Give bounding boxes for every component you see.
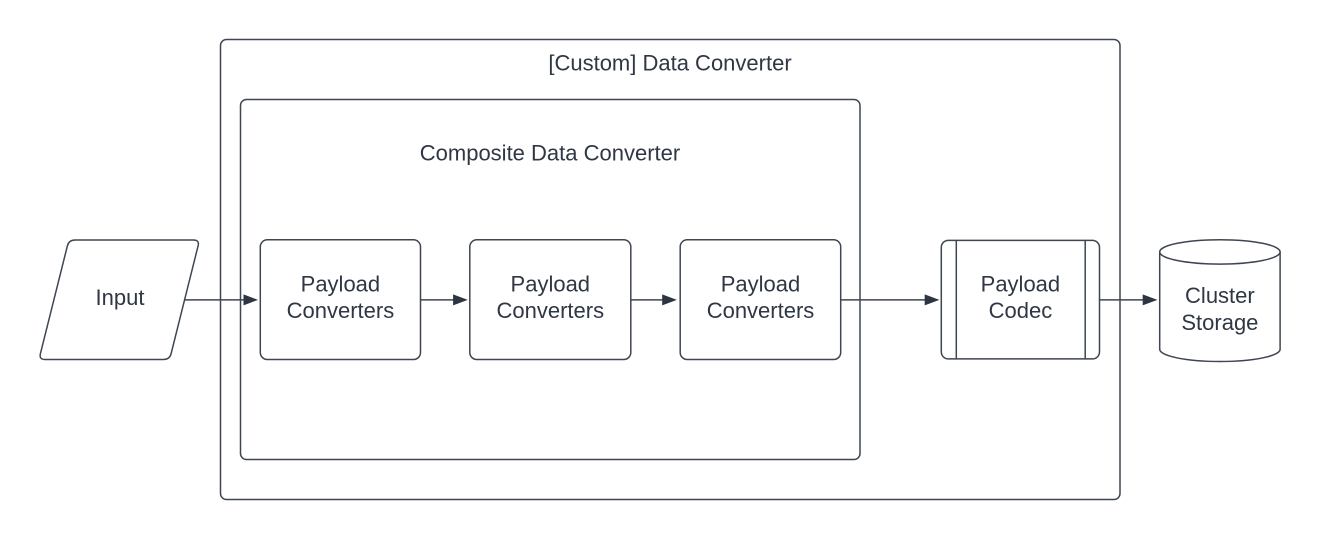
svg-text:Converters: Converters (287, 298, 395, 323)
svg-text:Converters: Converters (497, 298, 605, 323)
svg-text:Converters: Converters (707, 298, 815, 323)
svg-text:Payload: Payload (511, 271, 591, 296)
svg-text:Storage: Storage (1181, 310, 1258, 335)
svg-text:Payload: Payload (301, 271, 381, 296)
svg-text:Payload: Payload (721, 271, 801, 296)
svg-text:Codec: Codec (989, 298, 1053, 323)
svg-text:[Custom] Data Converter: [Custom] Data Converter (548, 51, 791, 76)
svg-text:Composite Data Converter: Composite Data Converter (420, 141, 680, 166)
svg-text:Input: Input (96, 285, 145, 310)
svg-text:Cluster: Cluster (1185, 283, 1255, 308)
svg-text:Payload: Payload (981, 271, 1061, 296)
